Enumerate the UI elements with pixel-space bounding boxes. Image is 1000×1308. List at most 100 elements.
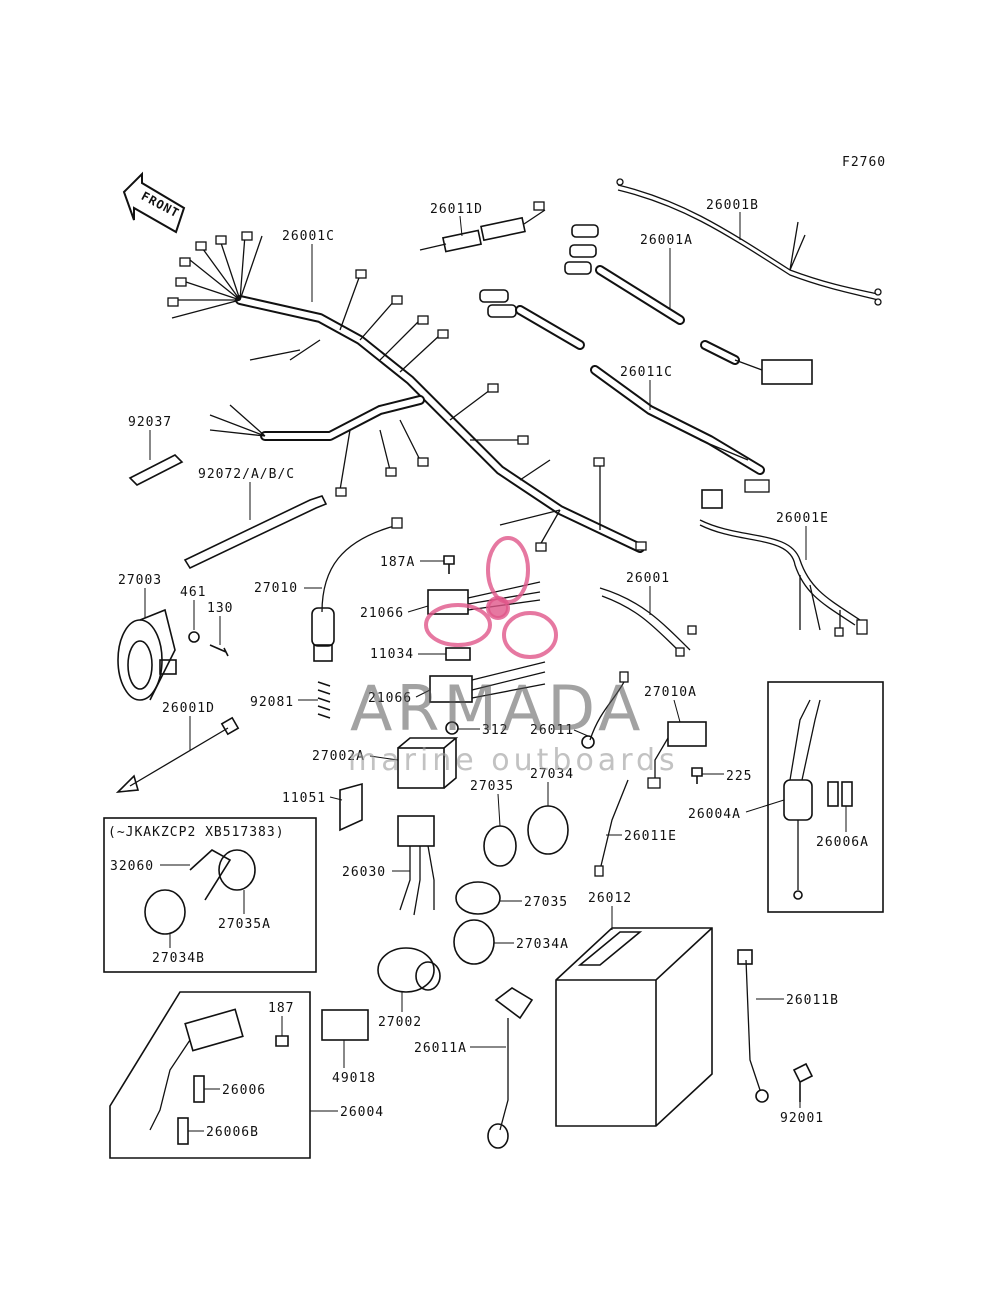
part-26006A-fuses [827,781,853,807]
front-arrow-icon: FRONT [122,171,186,234]
part-187-screw [275,1035,289,1047]
label-26011D: 26011D [430,202,483,217]
label-21066-upper: 21066 [360,606,404,621]
label-92081: 92081 [250,695,294,710]
part-27035-clamp [483,825,517,867]
label-92072: 92072/A/B/C [198,467,295,482]
label-461: 461 [180,585,206,600]
part-92001-bolt [792,1062,814,1102]
watermark: ARMADA marine outboards [348,536,679,778]
label-312: 312 [482,723,508,738]
label-27035-lower: 27035 [524,895,568,910]
part-27002 [377,947,441,993]
label-26011C: 26011C [620,365,673,380]
part-187A-screw [443,555,455,574]
label-27002A: 27002A [312,749,365,764]
part-312-nut [445,721,459,735]
label-11034: 11034 [370,647,414,662]
part-labels: 26011D 26001B 26001C 26001A 26011C 92037… [110,198,869,1140]
label-26030: 26030 [342,865,386,880]
part-26011A [487,987,534,1149]
watermark-brand: ARMADA [350,672,644,745]
label-27035-upper: 27035 [470,779,514,794]
harness-26001B [616,178,882,306]
label-27002: 27002 [378,1015,422,1030]
part-26004A [783,699,821,900]
label-26011E: 26011E [624,829,677,844]
part-26001D [115,716,240,794]
inset-note: (~JKAKZCP2 XB517383) [108,825,285,840]
part-27034-buzzer [527,805,569,855]
label-130: 130 [207,601,233,616]
label-26006A: 26006A [816,835,869,850]
inset-early-model [103,817,317,973]
label-27034: 27034 [530,767,574,782]
part-26012-battery [555,927,713,1127]
label-11051: 11051 [282,791,326,806]
label-26006B: 26006B [206,1125,259,1140]
label-27010: 27010 [254,581,298,596]
label-26011B: 26011B [786,993,839,1008]
harness-26001A [564,224,813,385]
part-27010A [647,721,707,789]
part-27003-horn [117,608,177,701]
watermark-tagline: marine outboards [348,743,679,778]
part-26004 [149,1008,244,1131]
part-27035A-clamp [218,849,256,891]
harness-26011C [479,289,770,493]
part-130-bolt [209,644,229,657]
part-32060-bracket [189,849,232,901]
label-21066-lower: 21066 [368,691,412,706]
harness-26001E [699,489,868,637]
label-187: 187 [268,1001,294,1016]
harness-26011D [419,201,546,253]
part-225-screw [691,767,703,784]
label-26001A: 26001A [640,233,693,248]
label-26006: 26006 [222,1083,266,1098]
inset-26004A [767,681,884,913]
label-26001B: 26001B [706,198,759,213]
label-27010A: 27010A [644,685,697,700]
label-27034A: 27034A [516,937,569,952]
part-27002A-relay [397,737,459,789]
label-26011A: 26011A [414,1041,467,1056]
part-92072-cable-tie [183,495,328,570]
part-49018 [321,1009,369,1041]
part-27010 [311,517,403,662]
label-49018: 49018 [332,1071,376,1086]
part-26030 [397,815,435,916]
label-92001: 92001 [780,1111,824,1126]
label-26004A: 26004A [688,807,741,822]
part-92081-spring [317,681,331,719]
harness-26001 [599,587,697,657]
label-26001E: 26001E [776,511,829,526]
label-26001: 26001 [626,571,670,586]
label-32060: 32060 [110,859,154,874]
label-92037: 92037 [128,415,172,430]
label-26011: 26011 [530,723,574,738]
part-92037 [128,454,184,486]
label-27003: 27003 [118,573,162,588]
propeller-logo-icon [424,536,558,659]
label-27035A: 27035A [218,917,271,932]
part-27035-clamp-lower [455,881,501,915]
label-225: 225 [726,769,752,784]
inset-26004 [109,991,311,1159]
main-harness-26001C [167,231,647,553]
label-26012: 26012 [588,891,632,906]
part-26006-fuse [193,1075,205,1103]
figure-code: F2760 [842,155,886,170]
part-461-washer [188,631,200,643]
part-26011E [594,779,629,877]
part-27034B-buzzer [144,889,186,935]
label-26001C: 26001C [282,229,335,244]
part-11034 [445,647,471,661]
part-26011B [737,949,769,1103]
label-26004: 26004 [340,1105,384,1120]
part-26006B-fuse [177,1117,189,1145]
part-27034A-buzzer [453,919,495,965]
label-27034B: 27034B [152,951,205,966]
label-187A: 187A [380,555,415,570]
part-11051-bracket [339,782,363,832]
